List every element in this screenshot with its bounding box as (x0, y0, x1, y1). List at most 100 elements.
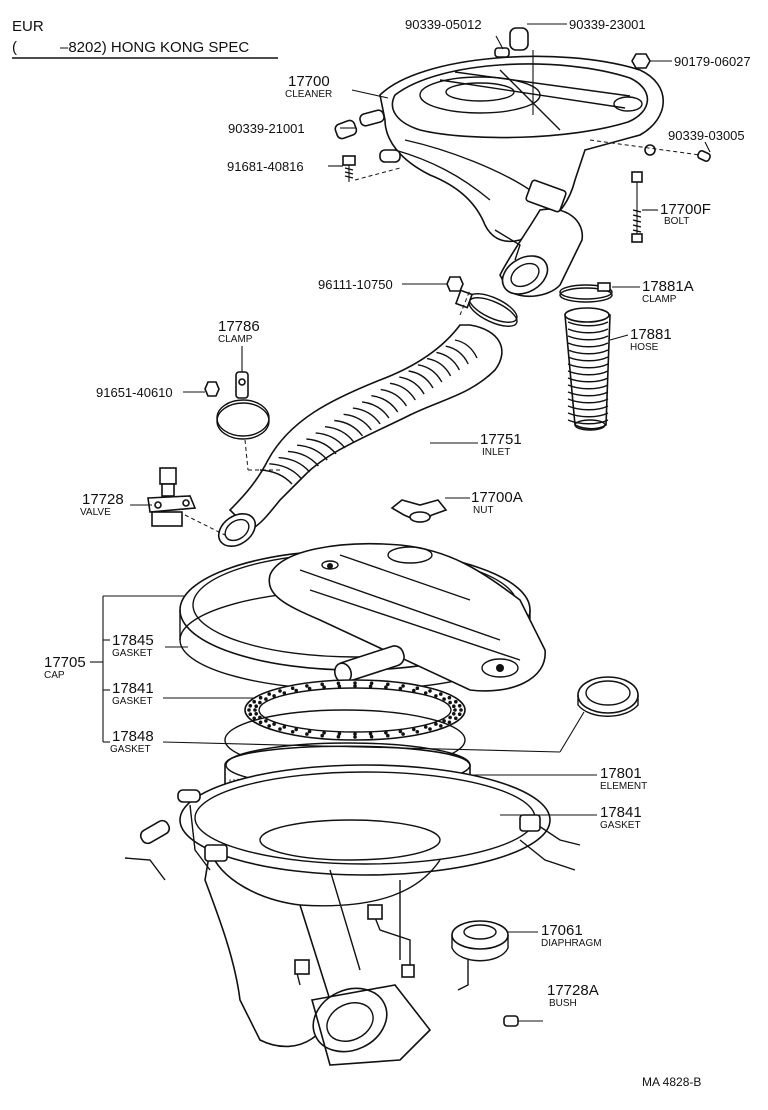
perforation-hole (368, 731, 373, 736)
label-17751-name: INLET (482, 447, 510, 458)
perforation-hole (384, 731, 388, 735)
leader-lines (90, 23, 711, 1022)
label-17801-name: ELEMENT (600, 781, 647, 792)
perforation-hole (322, 731, 326, 735)
label-91651-40610: 91651-40610 (96, 385, 173, 400)
perforation-hole (386, 682, 390, 687)
label-17705-number: 17705 (44, 654, 86, 671)
wing-nut-drawing (390, 499, 448, 523)
label-17881-number: 17881 (630, 326, 672, 343)
perforation-hole (428, 727, 432, 731)
label-17848-number: 17848 (112, 728, 154, 745)
header-spec: –8202) HONG KONG SPEC (60, 39, 249, 56)
perforation-hole (258, 720, 263, 725)
perforation-hole (258, 695, 263, 700)
label-90179-06027: 90179-06027 (674, 54, 751, 69)
perforation-hole (247, 708, 251, 712)
perforation-hole (267, 724, 272, 728)
top-hardware (334, 27, 711, 243)
perforation-hole (282, 691, 287, 695)
perforation-hole (434, 722, 438, 726)
perforation-hole (434, 694, 438, 698)
perforation-pattern (247, 681, 463, 739)
label-17841-lower-number: 17841 (600, 804, 642, 821)
bolt-17700F (631, 171, 643, 183)
perforation-hole (369, 681, 374, 686)
label-17728A-number: 17728A (547, 982, 599, 999)
perforation-hole (368, 684, 373, 689)
label-17801-number: 17801 (600, 765, 642, 782)
perforation-hole (294, 688, 299, 693)
valve-17728-drawing (147, 467, 226, 536)
cap-90339-03005 (697, 150, 711, 162)
perforation-hole (448, 700, 452, 705)
perforation-hole (264, 697, 268, 701)
label-17841-upper-number: 17841 (112, 680, 154, 697)
perforation-hole (254, 704, 258, 708)
label-17700F-number: 17700F (660, 201, 711, 218)
perforation-hole (452, 712, 456, 716)
label-90339-23001: 90339-23001 (569, 17, 646, 32)
header: EUR ( –8202) HONG KONG SPEC (12, 18, 278, 59)
perforation-hole (353, 681, 357, 685)
perforation-hole (415, 730, 420, 734)
perforation-hole (272, 694, 276, 698)
perforation-hole (448, 715, 452, 720)
perforation-hole (459, 708, 463, 712)
label-17705-name: CAP (44, 670, 65, 681)
perforation-hole (336, 681, 341, 686)
label-17786-name: CLAMP (218, 334, 253, 345)
perforation-hole (454, 716, 458, 721)
perforation-hole (386, 733, 390, 738)
perforation-hole (412, 688, 416, 693)
perforation-hole (453, 708, 457, 712)
perforation-hole (447, 720, 452, 725)
label-17845-number: 17845 (112, 632, 154, 649)
perforation-hole (290, 730, 295, 734)
perforation-hole (272, 722, 276, 726)
nut-90179-06027 (631, 53, 651, 69)
perforation-hole (290, 686, 295, 690)
perforation-hole (353, 684, 357, 688)
footer-code: MA 4828-B (642, 1075, 701, 1089)
bolt-91681-40816 (342, 155, 356, 166)
perforation-hole (353, 732, 357, 736)
perforation-hole (353, 735, 357, 739)
label-96111-10750: 96111-10750 (318, 277, 393, 292)
perforation-hole (307, 729, 312, 734)
hose-clamp-drawing (446, 276, 613, 431)
perforation-hole (252, 716, 256, 721)
label-17848-name: GASKET (110, 744, 151, 755)
label-17728A-name: BUSH (549, 998, 577, 1009)
perforation-hole (412, 727, 416, 732)
perforation-hole (423, 691, 428, 695)
perforation-hole (457, 704, 462, 708)
perforation-hole (401, 684, 405, 688)
perforation-hole (282, 725, 287, 729)
perforation-hole (447, 695, 452, 700)
perforation-hole (278, 689, 282, 693)
perforation-hole (439, 724, 443, 728)
part-labels: 90339-05012 90339-23001 90179-06027 1770… (44, 17, 751, 1009)
label-90339-03005: 90339-03005 (668, 128, 745, 143)
perforation-hole (428, 689, 432, 693)
nut-96111-10750 (446, 276, 464, 292)
perforation-hole (336, 734, 341, 739)
perforation-hole (398, 686, 403, 691)
label-90339-05012: 90339-05012 (405, 17, 482, 32)
header-region: EUR (12, 18, 44, 35)
cap-90339-23001 (509, 27, 529, 51)
perforation-hole (252, 699, 256, 704)
label-17700A-name: NUT (473, 505, 494, 516)
label-91681-40816: 91681-40816 (227, 159, 304, 174)
label-17841-lower-name: GASKET (600, 820, 641, 831)
perforation-hole (294, 727, 299, 732)
perforation-hole (322, 685, 326, 689)
label-17061-number: 17061 (541, 922, 583, 939)
perforation-hole (401, 732, 405, 736)
perforation-hole (307, 686, 312, 691)
label-17728-name: VALVE (80, 507, 111, 518)
label-17700A-number: 17700A (471, 489, 523, 506)
perforation-hole (384, 685, 388, 689)
perforation-hole (457, 712, 462, 716)
